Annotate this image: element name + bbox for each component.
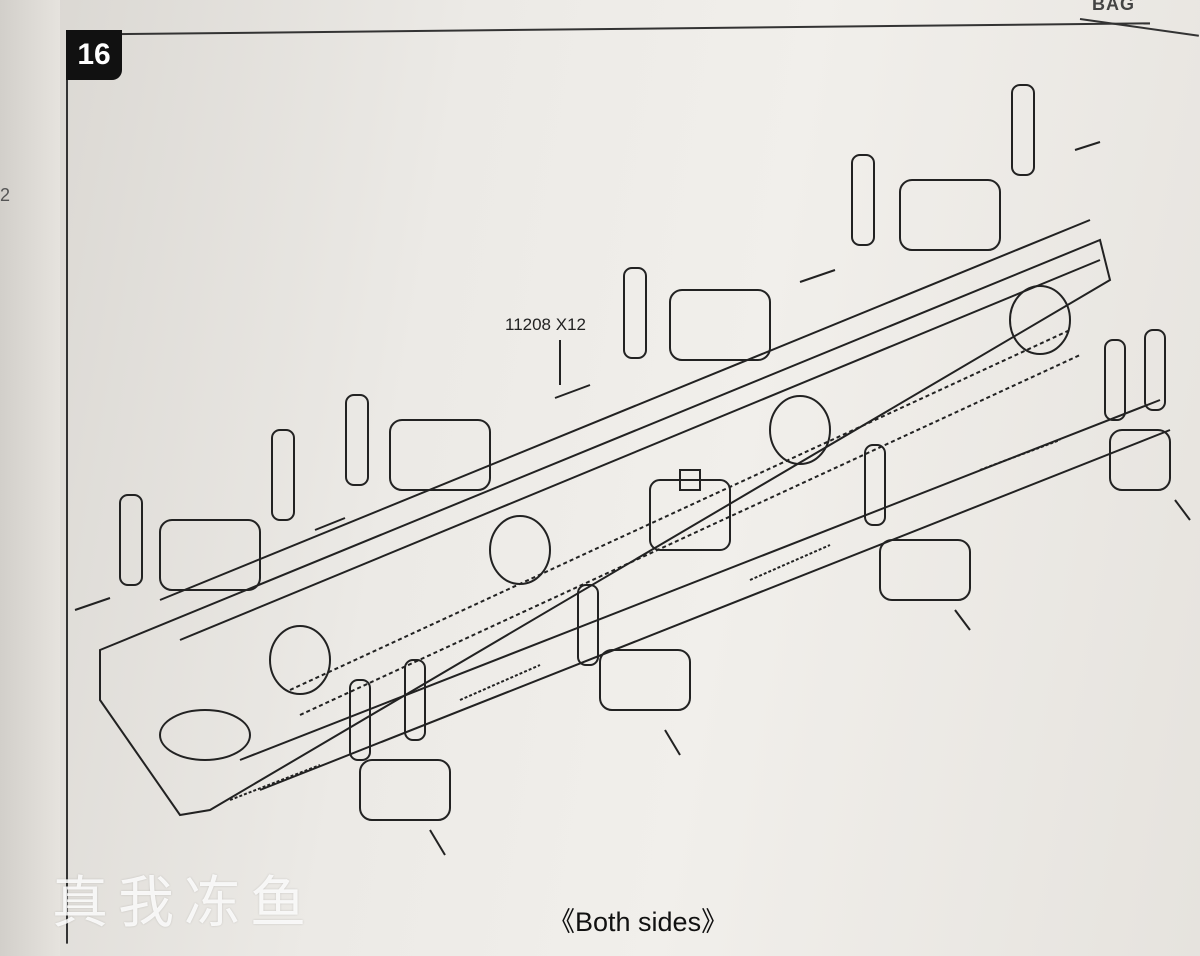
drive-belt-lower <box>299 354 1081 716</box>
upper-rail-lower-edge <box>179 259 1101 641</box>
drive-belt <box>289 329 1071 691</box>
pulley-mid-right <box>769 395 831 465</box>
upper-axle-group <box>159 179 1001 591</box>
previous-page-edge <box>0 0 60 956</box>
pulley-mid-left <box>489 515 551 585</box>
lower-shock-group <box>349 329 1166 761</box>
bag-label: BAG <box>1092 0 1135 14</box>
screw-group <box>74 141 1101 611</box>
plate-cutout-hole <box>159 709 251 761</box>
chassis-base-plate <box>99 238 1112 817</box>
center-gearbox-shaft <box>679 469 701 491</box>
output-shaft-group <box>429 499 1191 856</box>
shock-absorber-group <box>119 84 1035 586</box>
lower-rail-lower-edge <box>259 429 1171 791</box>
lower-rail <box>239 399 1161 761</box>
lower-axle-group <box>359 429 1171 821</box>
pulley-rear <box>269 625 331 695</box>
step-number-badge: 16 <box>66 30 122 80</box>
upper-rail <box>159 219 1091 601</box>
center-gearbox <box>649 479 731 551</box>
previous-page-glyph: 2 <box>0 185 11 205</box>
both-sides-caption: 《Both sides》 <box>548 907 729 937</box>
watermark: 真我冻鱼 <box>52 871 316 936</box>
pulley-front <box>1009 285 1071 355</box>
part-callout-label: 11208 X12 <box>505 315 586 334</box>
lower-spring-group <box>229 439 1061 801</box>
